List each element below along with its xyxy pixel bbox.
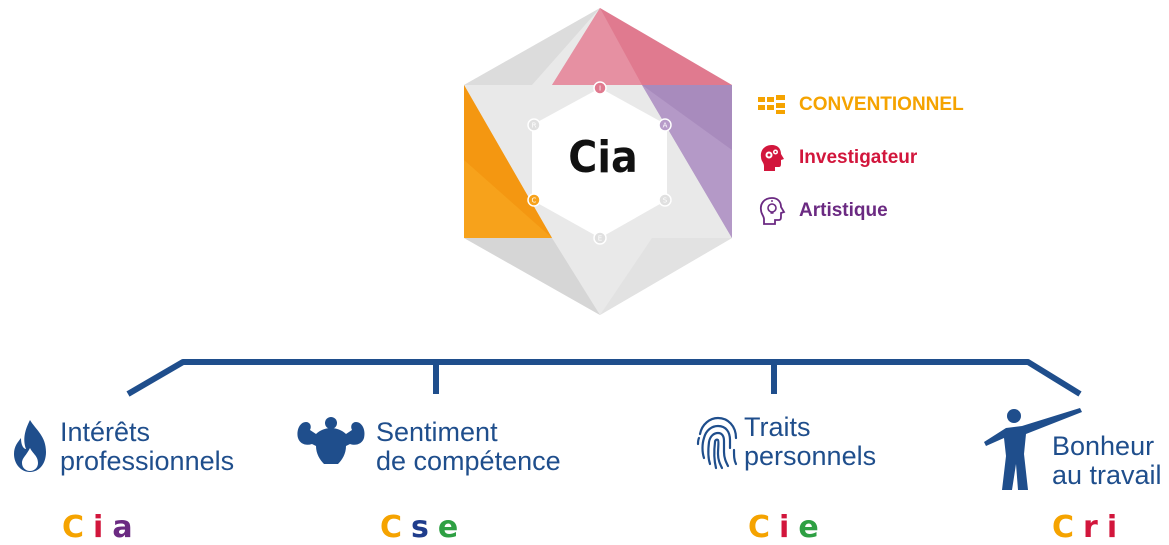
code-letter: i <box>1106 510 1118 545</box>
center-code: Cia <box>568 132 638 183</box>
hexagon-node <box>527 118 541 132</box>
dimension-interets-line1: Intérêts <box>60 417 151 447</box>
code-letter: e <box>437 510 459 545</box>
code-letter: i <box>779 510 790 545</box>
dimension-bonheur-line1: Bonheur <box>1052 431 1155 461</box>
tree-connector <box>126 359 1082 397</box>
hexagon-node-letter: A <box>663 122 668 130</box>
lightbulb-head-icon <box>757 196 787 226</box>
wedge-investigateur-light <box>552 8 642 85</box>
hexagon-node-letter: R <box>532 122 537 130</box>
blocks-icon <box>757 90 787 120</box>
hexagon-node-letter: C <box>532 197 537 205</box>
hexagon-node-letter: I <box>599 85 601 93</box>
dimension-bonheur-label: Bonheur au travail <box>1052 432 1162 490</box>
code-letter: C <box>1052 510 1075 545</box>
hexagon-node <box>593 231 607 245</box>
code-letter: C <box>380 510 403 545</box>
hexagon-graphic: I A S E C R <box>464 8 732 315</box>
code-letter: C <box>62 510 85 545</box>
code-letter: a <box>112 510 133 545</box>
wedge-grey-3 <box>600 238 732 315</box>
code-letter: e <box>798 510 819 545</box>
flame-icon <box>10 418 50 479</box>
hexagon-node <box>527 193 541 207</box>
legend-label-investigateur: Investigateur <box>799 147 918 168</box>
legend-item-conventionnel: CONVENTIONNEL <box>757 90 964 120</box>
hexagon-node-letter: E <box>598 235 602 243</box>
hexagon-node <box>658 193 672 207</box>
dimension-competence-label: Sentiment de compétence <box>376 418 561 476</box>
muscle-icon <box>292 416 370 473</box>
dimension-traits-label: Traits personnels <box>744 413 876 471</box>
code-letter: C <box>748 510 771 545</box>
wedge-grey-1 <box>464 8 600 85</box>
legend-label-artistique: Artistique <box>799 200 888 221</box>
dimension-interets-line2: professionnels <box>60 446 235 476</box>
code-letter: r <box>1083 510 1098 545</box>
dimension-competence-line2: de compétence <box>376 446 561 476</box>
legend-label-conventionnel: CONVENTIONNEL <box>799 94 964 115</box>
dimension-traits-line1: Traits <box>744 412 811 442</box>
hexagon-node <box>593 81 607 95</box>
code-letter: s <box>411 510 429 545</box>
legend-item-artistique: Artistique <box>757 196 888 226</box>
legend-item-investigateur: Investigateur <box>757 143 917 173</box>
riasec-hexagon: I A S E C R <box>452 0 752 320</box>
hexagon-node <box>658 118 672 132</box>
dimension-interets-label: Intérêts professionnels <box>60 418 234 476</box>
hexagon-node-letter: S <box>663 197 668 205</box>
dimension-competence-line1: Sentiment <box>376 417 498 447</box>
code-letter: i <box>93 510 104 545</box>
hexagon-nodes: I A S E C R <box>527 81 672 245</box>
wedge-grey-2 <box>464 238 600 315</box>
happy-person-icon <box>982 406 1084 497</box>
head-gears-icon <box>757 143 787 173</box>
dimension-traits-line2: personnels <box>744 441 877 471</box>
dimension-bonheur-line2: au travail <box>1052 460 1162 490</box>
hexagon-inner <box>532 88 667 238</box>
fingerprint-icon <box>694 414 740 477</box>
